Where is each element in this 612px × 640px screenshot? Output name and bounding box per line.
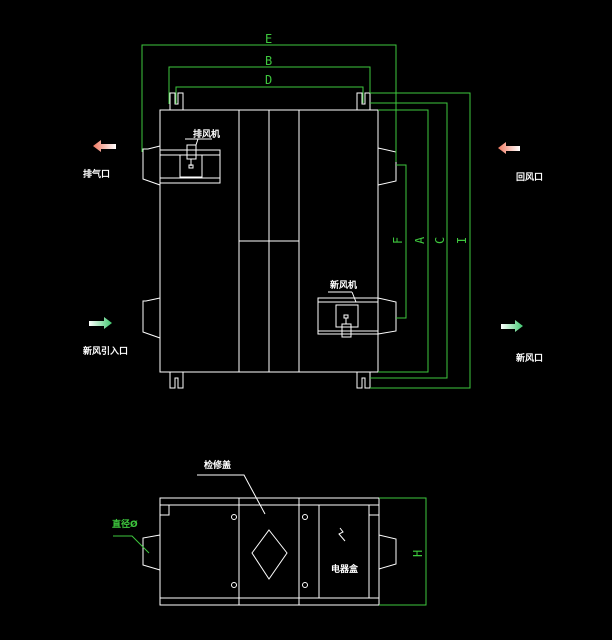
dim-b-label: B — [265, 54, 272, 68]
dim-e-label: E — [265, 32, 272, 46]
exhaust-outlet-label: 排气口 — [83, 168, 110, 180]
exhaust-fan: 排风机 — [159, 128, 221, 184]
exhaust-arrow-icon — [93, 140, 116, 152]
exhaust-fan-label: 排风机 — [193, 128, 220, 140]
dim-i-label: I — [455, 237, 469, 244]
fresh-air-outlet-label: 新风口 — [516, 352, 543, 364]
dim-h-label: H — [411, 550, 425, 557]
return-air-duct — [377, 147, 397, 186]
fresh-air-outlet-duct — [377, 297, 397, 335]
access-cover-leader — [197, 474, 266, 515]
top-view: 排风机 新风机 排气口 回风口 新风引入口 新风口 — [83, 92, 543, 389]
fresh-air-fan-label: 新风机 — [330, 279, 357, 291]
access-cover-label: 检修盖 — [204, 459, 231, 471]
fresh-outlet-arrow-icon — [501, 320, 523, 332]
fresh-air-fan: 新风机 — [317, 279, 379, 338]
dim-d-label: D — [265, 73, 272, 87]
side-left-duct — [142, 534, 161, 571]
fresh-intake-arrow-icon — [89, 317, 112, 329]
return-air-inlet-label: 回风口 — [516, 172, 543, 183]
dimension-lines: E B D F A C I — [141, 32, 471, 389]
diameter-label: 直径Ø — [112, 518, 138, 530]
electrical-symbol-icon — [338, 527, 346, 542]
electrical-box-label: 电器盒 — [331, 563, 359, 575]
dim-c-label: C — [433, 237, 447, 244]
dim-a-label: A — [413, 236, 427, 244]
return-air-arrow-icon — [498, 142, 520, 154]
side-view: 检修盖 电器盒 直径Ø H — [112, 459, 427, 606]
exhaust-outlet-duct — [142, 145, 161, 186]
dim-h-line — [379, 497, 427, 606]
fresh-air-intake-label: 新风引入口 — [83, 345, 128, 357]
fresh-air-intake-duct — [142, 297, 161, 339]
dim-f-label: F — [391, 237, 405, 244]
access-cover-diamond — [251, 529, 288, 580]
side-right-duct — [378, 534, 397, 570]
diameter-leader — [113, 535, 150, 554]
